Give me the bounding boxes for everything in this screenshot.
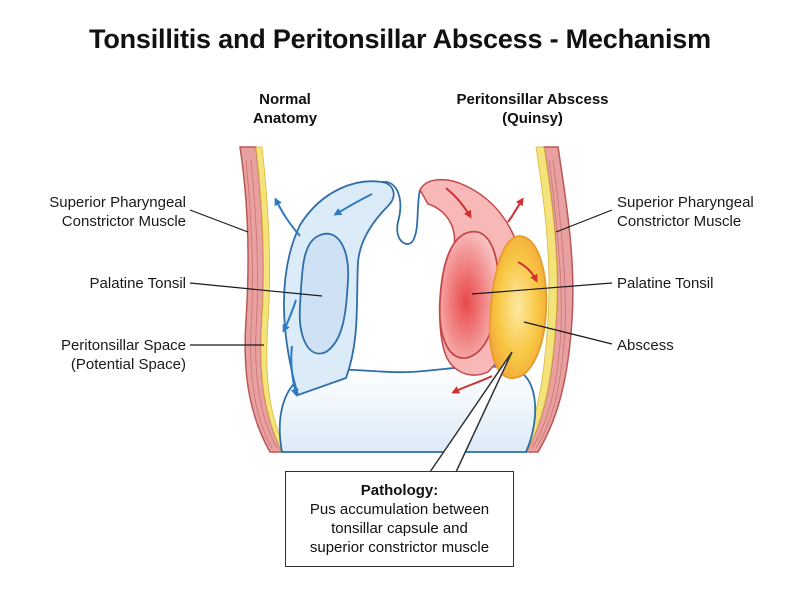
uvula (381, 181, 421, 245)
left-space-label: Peritonsillar Space (Potential Space) (20, 336, 186, 374)
left-constrictor-label: Superior Pharyngeal Constrictor Muscle (20, 193, 186, 231)
inflamed-palatine-tonsil (438, 230, 500, 359)
left-constrictor-line2: Constrictor Muscle (61, 213, 186, 230)
left-space-line1: Peritonsillar Space (60, 337, 186, 354)
normal-arrow-top (333, 193, 373, 216)
callout-line1: Pus accumulation between (309, 501, 490, 518)
normal-arrow-lower (290, 345, 299, 397)
left-tonsil-label: Palatine Tonsil (89, 275, 186, 292)
right-constrictor-line2: Constrictor Muscle (617, 213, 742, 230)
callout-title: Pathology: (360, 482, 439, 499)
normal-heading-line1: Normal (259, 91, 311, 108)
abscess-heading-line2: (Quinsy) (502, 110, 563, 127)
abscess-arrow-lateral (517, 261, 538, 283)
abscess-arrow-outward (507, 197, 524, 223)
pathology-callout: Pathology: Pus accumulation between tons… (285, 471, 514, 567)
leader-right-constrictor (555, 209, 613, 233)
normal-palatine-tonsil (298, 232, 350, 355)
abscess-heading: Peritonsillar Abscess (Quinsy) (430, 90, 635, 128)
left-constrictor-line1: Superior Pharyngeal (49, 194, 186, 211)
abscess-arrow-lower (451, 375, 493, 394)
leader-right-abscess (523, 321, 613, 345)
normal-arrow-upper (274, 197, 301, 237)
normal-arrow-mid (282, 299, 297, 333)
leader-left-tonsil (189, 282, 323, 297)
abscess-arrow-top (445, 187, 472, 219)
diagram-title: Tonsillitis and Peritonsillar Abscess - … (89, 24, 711, 54)
right-constrictor-line1: Superior Pharyngeal (617, 194, 754, 211)
callout-pointer (429, 351, 513, 473)
normal-heading-line2: Anatomy (252, 110, 318, 127)
leader-left-constrictor (189, 209, 249, 233)
normal-anatomy-heading: Normal Anatomy (225, 90, 345, 128)
callout-line2: tonsillar capsule and (331, 520, 468, 537)
leader-right-tonsil (471, 282, 613, 295)
abscess-label: Abscess (617, 337, 674, 354)
left-space-line2: (Potential Space) (70, 356, 186, 373)
right-tonsil-label: Palatine Tonsil (617, 275, 714, 292)
abscess-heading-line1: Peritonsillar Abscess (456, 91, 609, 108)
peritonsillar-abscess (488, 235, 548, 379)
callout-line3: superior constrictor muscle (309, 539, 490, 556)
right-constrictor-label: Superior Pharyngeal Constrictor Muscle (617, 193, 787, 231)
